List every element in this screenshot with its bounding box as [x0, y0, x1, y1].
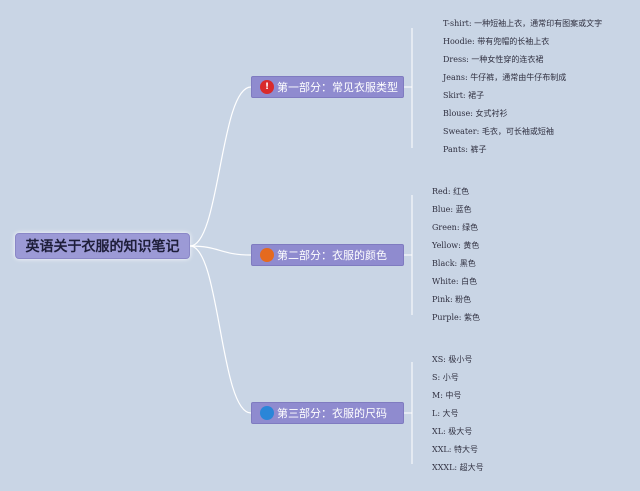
leaf-item[interactable]: Jeans: 牛仔裤，通常由牛仔布制成	[443, 73, 567, 82]
connector-root-branch-2	[189, 245, 252, 256]
branch-label: 第一部分：常见衣服类型	[277, 81, 398, 94]
connector-root-branch-1	[189, 86, 252, 247]
leaf-item[interactable]: Black: 黑色	[432, 259, 476, 268]
leaf-item[interactable]: XL: 极大号	[432, 427, 473, 436]
branch-label: 第三部分：衣服的尺码	[277, 407, 387, 420]
leaf-item[interactable]: Pants: 裤子	[443, 145, 487, 154]
branch-label: 第二部分：衣服的颜色	[277, 249, 387, 262]
leaf-item[interactable]: Yellow: 黄色	[432, 241, 480, 250]
priority-circle-icon: !	[260, 80, 274, 94]
leaf-item[interactable]: Blouse: 女式衬衫	[443, 109, 508, 118]
branch-node-clothing-types[interactable]: ! 第一部分：常见衣服类型	[251, 76, 404, 98]
leaf-item[interactable]: Red: 红色	[432, 187, 470, 196]
leaf-item[interactable]: Green: 绿色	[432, 223, 479, 232]
leaf-item[interactable]: Sweater: 毛衣，可长袖或短袖	[443, 127, 554, 136]
leaf-item[interactable]: Pink: 粉色	[432, 295, 472, 304]
leaf-item[interactable]: S: 小号	[432, 373, 459, 382]
connector-root-branch-3	[189, 245, 252, 414]
leaf-item[interactable]: XXL: 特大号	[432, 445, 478, 454]
leaf-item[interactable]: Hoodie: 带有兜帽的长袖上衣	[443, 37, 550, 46]
leaf-item[interactable]: L: 大号	[432, 409, 459, 418]
priority-circle-icon	[260, 248, 274, 262]
priority-circle-icon	[260, 406, 274, 420]
leaf-item[interactable]: XXXL: 超大号	[432, 463, 484, 472]
leaf-item[interactable]: Dress: 一种女性穿的连衣裙	[443, 55, 544, 64]
leaf-item[interactable]: Blue: 蓝色	[432, 205, 472, 214]
leaf-item[interactable]: White: 白色	[432, 277, 478, 286]
branch-node-clothing-sizes[interactable]: 第三部分：衣服的尺码	[251, 402, 404, 424]
branch-node-clothing-colors[interactable]: 第二部分：衣服的颜色	[251, 244, 404, 266]
leaf-item[interactable]: M: 中号	[432, 391, 462, 400]
leaf-item[interactable]: Purple: 紫色	[432, 313, 481, 322]
leaf-item[interactable]: XS: 极小号	[432, 355, 473, 364]
leaf-item[interactable]: Skirt: 裙子	[443, 91, 485, 100]
root-node[interactable]: 英语关于衣服的知识笔记	[15, 233, 190, 259]
leaf-item[interactable]: T-shirt: 一种短袖上衣，通常印有图案或文字	[443, 19, 603, 28]
